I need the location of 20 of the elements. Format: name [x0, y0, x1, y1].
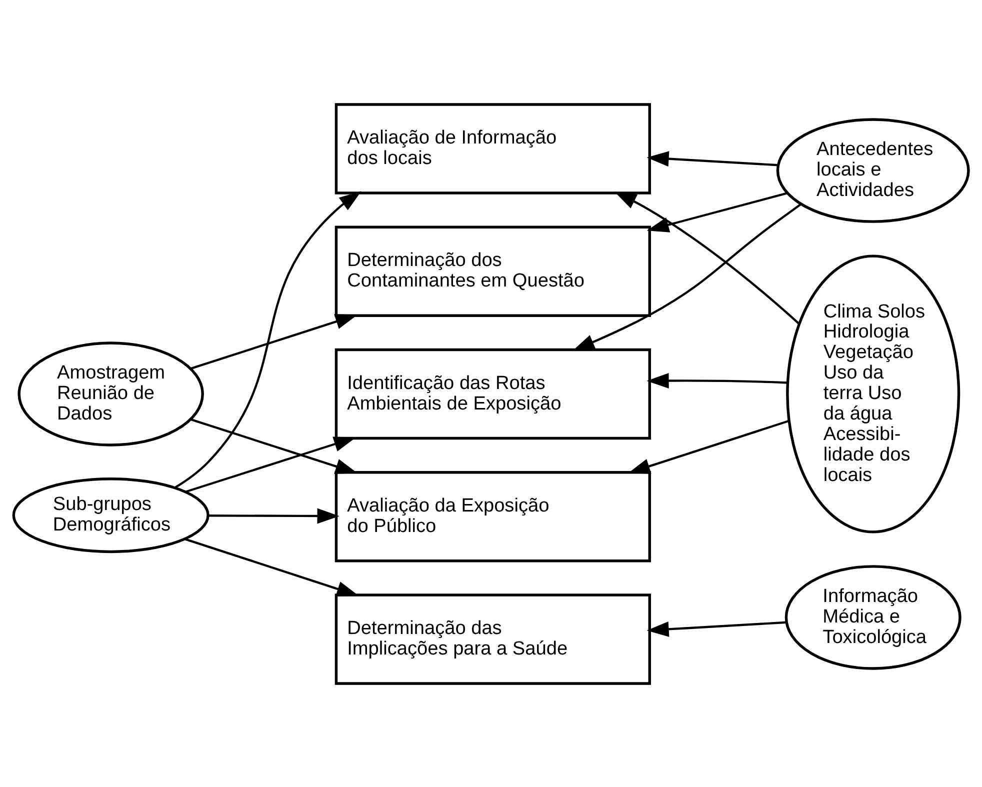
node-ellipse: Amostragem Reunião de Dados — [18, 341, 204, 446]
arrow — [614, 191, 800, 324]
node-box: Identificação das Rotas Ambientais de Exposição — [334, 348, 651, 440]
node-ellipse: Informação Médica e Toxicológica — [784, 564, 962, 670]
arrow — [646, 150, 778, 166]
arrow — [184, 538, 359, 596]
node-ellipse: Clima Solos Hidrologia Vegetação Uso da terra Uso da água Acessibi- lidade dos locais — [786, 254, 960, 533]
arrow — [646, 372, 788, 388]
arrow — [185, 436, 356, 492]
arrow — [572, 202, 802, 350]
node-box: Determinação das Implicações para a Saúde — [334, 593, 651, 684]
arrow — [174, 190, 362, 488]
node-box: Avaliação da Exposição do Público — [334, 470, 651, 562]
node-ellipse: Antecedentes locais e Actividades — [776, 118, 970, 222]
arrow — [208, 508, 340, 524]
node-box: Determinação dos Contaminantes em Questão — [334, 225, 651, 317]
arrow — [646, 620, 787, 636]
node-box: Avaliação de Informação dos locais — [334, 102, 651, 194]
node-ellipse: Sub-grupos Demográficos — [12, 476, 210, 553]
arrow — [646, 192, 788, 232]
